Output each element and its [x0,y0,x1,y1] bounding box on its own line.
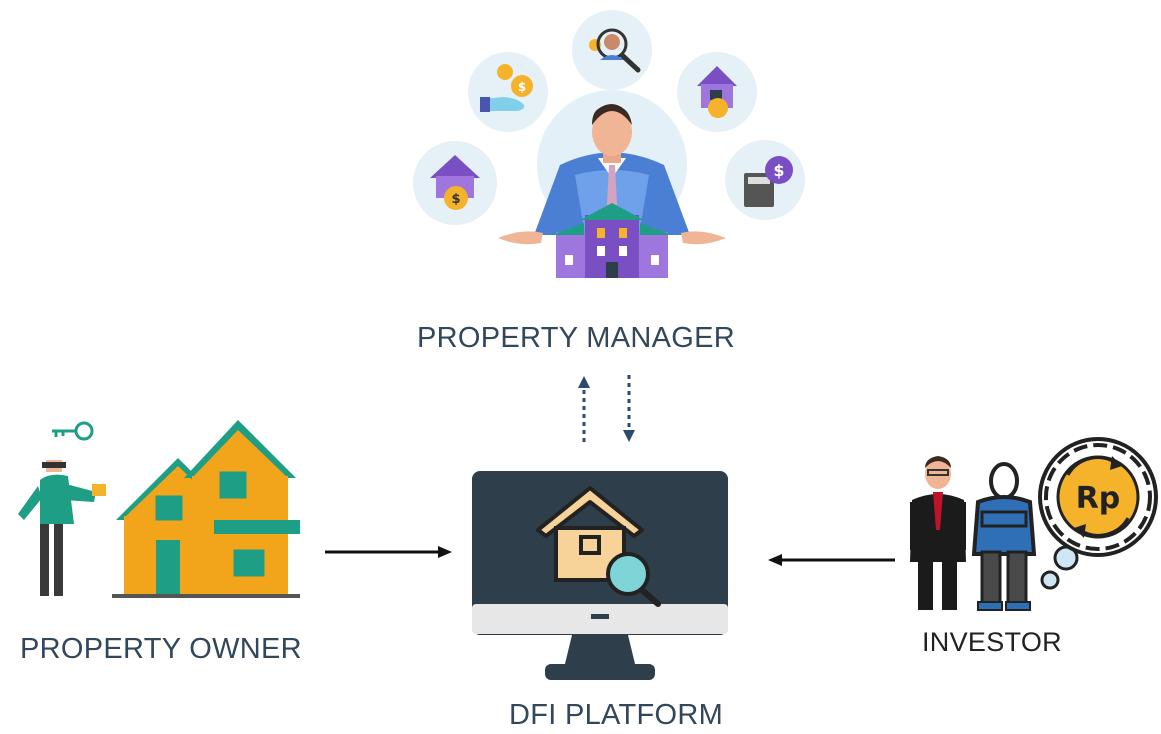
dfi-platform-label: DFI PLATFORM [509,699,724,731]
property-manager-label: PROPERTY MANAGER [417,322,735,354]
thought-bubble-small [1040,570,1060,590]
house-dollar-icon: $ [413,141,497,225]
svg-text:$: $ [773,161,784,180]
svg-text:$: $ [451,192,460,207]
house-gear-icon [677,52,757,132]
search-people-icon [572,10,652,90]
calculator-icon: $ [725,140,805,220]
refresh-cycle-icon [1038,437,1158,557]
magnifier-icon [606,552,661,607]
svg-text:$: $ [518,80,526,94]
investor-businessman [910,456,966,610]
key-icon [52,421,94,441]
investor-worker [971,462,1037,611]
currency-label: Rp [1076,481,1121,516]
investor-label: INVESTOR [922,627,1062,657]
building-icon [552,203,672,278]
hand-icon [480,97,525,112]
owner-person [18,460,106,596]
property-owner-label: PROPERTY OWNER [20,633,302,665]
owner-house [112,420,300,598]
